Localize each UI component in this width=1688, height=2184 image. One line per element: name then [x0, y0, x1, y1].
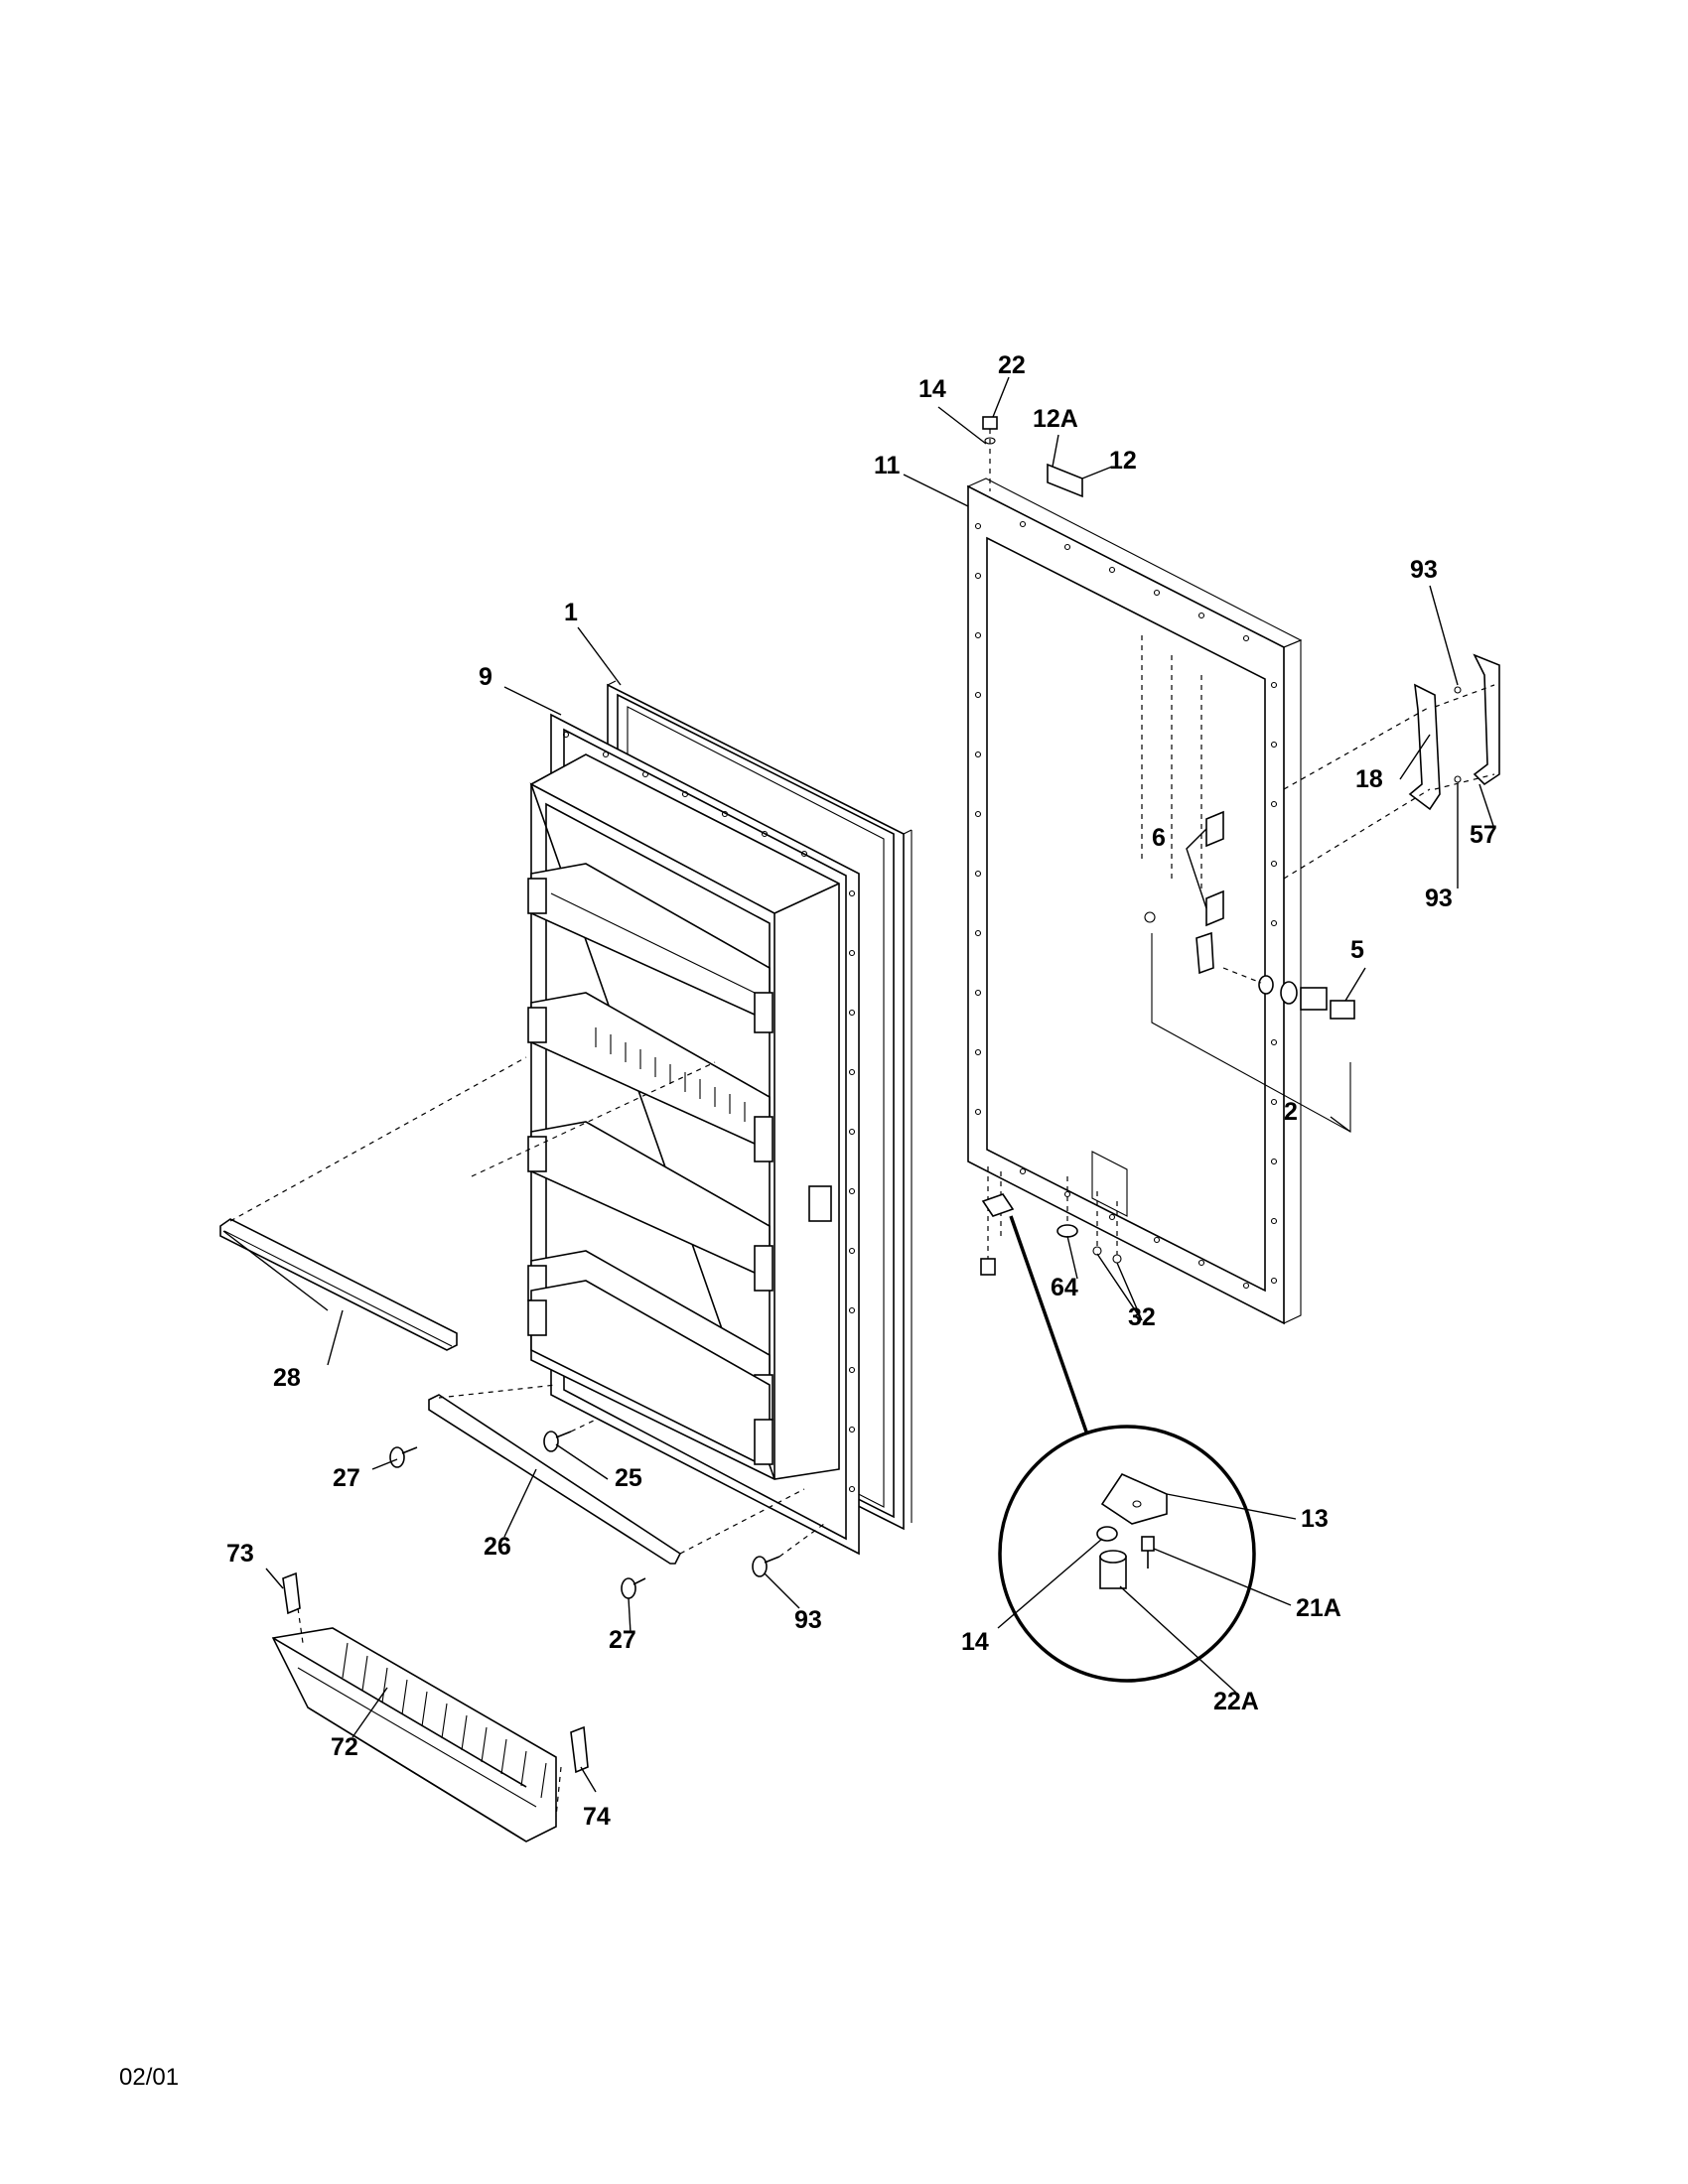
leader-lines	[222, 376, 1495, 1793]
label-6: 6	[1152, 824, 1166, 852]
screw-27-b	[621, 1577, 646, 1599]
label-13: 13	[1301, 1505, 1329, 1533]
shelf-3	[527, 1121, 774, 1292]
shelf-1	[527, 863, 774, 1033]
label-5: 5	[1350, 936, 1364, 964]
label-21a: 21A	[1296, 1594, 1341, 1622]
screw-25	[543, 1419, 597, 1452]
shelf-2	[527, 992, 774, 1162]
label-14-top: 14	[918, 375, 946, 403]
label-32: 32	[1128, 1303, 1156, 1331]
label-12a: 12A	[1033, 405, 1078, 433]
label-93-b: 93	[1425, 885, 1453, 912]
label-26: 26	[484, 1533, 511, 1561]
label-22a: 22A	[1213, 1688, 1259, 1715]
shelf-retainer-bar	[219, 1056, 716, 1351]
label-64: 64	[1051, 1274, 1078, 1301]
label-74: 74	[583, 1803, 611, 1831]
callout-labels: 22 14 12A 12 11 1 9 93 18 57 93 6 5 2 64…	[226, 351, 1497, 1831]
bottom-hinge-hardware	[980, 1166, 1122, 1276]
bottom-basket	[271, 1571, 589, 1843]
label-28: 28	[273, 1364, 301, 1392]
screw-93-c	[752, 1523, 825, 1577]
label-18: 18	[1355, 765, 1383, 793]
top-hinge-hardware	[982, 416, 998, 491]
label-22-top: 22	[998, 351, 1026, 379]
label-12: 12	[1109, 447, 1137, 475]
label-14-detail: 14	[961, 1628, 989, 1656]
label-part-12	[1047, 463, 1083, 498]
label-9: 9	[479, 663, 492, 691]
screws	[389, 1419, 825, 1599]
hinge-brackets	[1205, 810, 1224, 927]
label-25: 25	[615, 1464, 642, 1492]
lower-shelf-rod	[428, 1384, 805, 1565]
label-73: 73	[226, 1540, 254, 1568]
label-93-a: 93	[1410, 556, 1438, 584]
outer-door-panel	[966, 478, 1303, 1325]
label-1: 1	[564, 599, 578, 626]
label-27-b: 27	[609, 1626, 636, 1654]
label-93-c: 93	[794, 1606, 822, 1634]
liner-shelves	[527, 753, 840, 1480]
label-27-a: 27	[333, 1464, 360, 1492]
label-72: 72	[331, 1733, 358, 1761]
label-11: 11	[874, 452, 901, 479]
shelf-5	[527, 1280, 774, 1465]
panel-screw-holes	[974, 520, 1278, 1290]
footer-date-code: 02/01	[119, 2064, 179, 2091]
label-57: 57	[1470, 821, 1497, 849]
door-handle	[1283, 653, 1500, 880]
label-2: 2	[1284, 1098, 1298, 1126]
screw-27-a	[389, 1446, 418, 1468]
detail-view	[998, 1215, 1256, 1683]
lock-assembly	[1144, 911, 1355, 1133]
